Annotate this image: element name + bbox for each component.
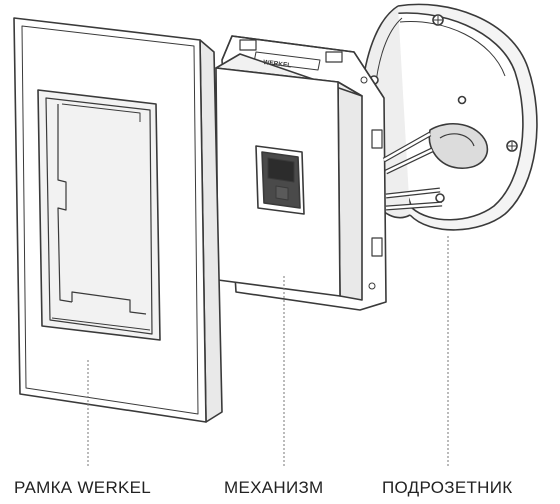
flush-mount-box-label: ПОДРОЗЕТНИК xyxy=(382,478,513,497)
frame xyxy=(13,17,223,423)
frame-label: РАМКА WERKEL xyxy=(14,478,152,497)
mechanism xyxy=(215,35,443,311)
flush-mount-box xyxy=(359,3,538,231)
mechanism-label: МЕХАНИЗМ xyxy=(224,478,324,497)
mechanism-brand-text: WERKEL xyxy=(263,59,292,69)
leader-lines xyxy=(87,236,449,468)
